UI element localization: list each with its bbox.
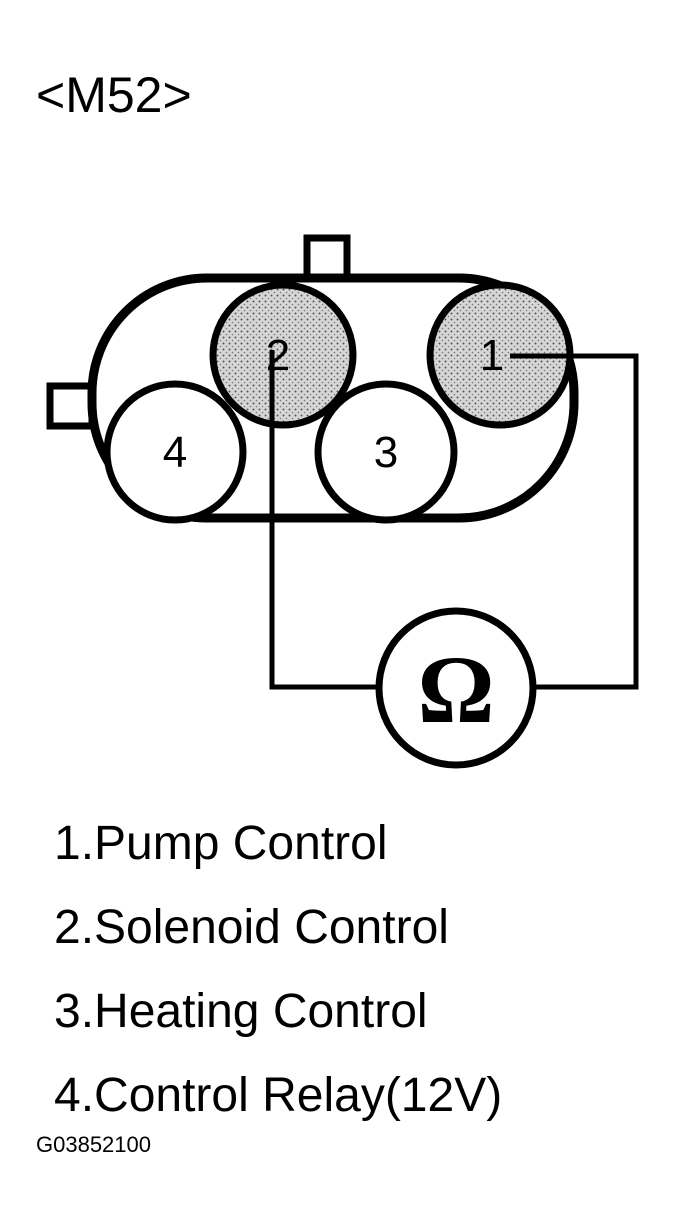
pin-3	[314, 380, 458, 524]
pin-1-label: 1	[480, 331, 504, 380]
pin-4-label: 4	[163, 428, 187, 477]
pin-2-label: 2	[266, 331, 290, 380]
ohmmeter	[375, 607, 537, 769]
pin-3-label: 3	[374, 428, 398, 477]
legend-item-4: 4.Control Relay(12V)	[54, 1069, 503, 1122]
connector-title: <M52>	[36, 67, 192, 123]
connector-top-tab	[303, 234, 351, 284]
connector-left-tab	[46, 382, 96, 430]
probe-lead-pin-1	[510, 353, 639, 690]
legend-item-3: 3.Heating Control	[54, 985, 428, 1038]
legend-item-1: 1.Pump Control	[54, 817, 388, 870]
figure-code: G03852100	[36, 1132, 151, 1157]
probe-lead-pin-2	[269, 350, 380, 690]
pin-2	[209, 281, 357, 429]
pin-4	[103, 380, 247, 524]
connector-diagram: 4 3 2 1 Ω	[46, 234, 639, 769]
ohm-symbol: Ω	[418, 636, 495, 743]
pin-legend: 1.Pump Control 2.Solenoid Control 3.Heat…	[54, 802, 502, 1138]
legend-item-2: 2.Solenoid Control	[54, 901, 449, 954]
